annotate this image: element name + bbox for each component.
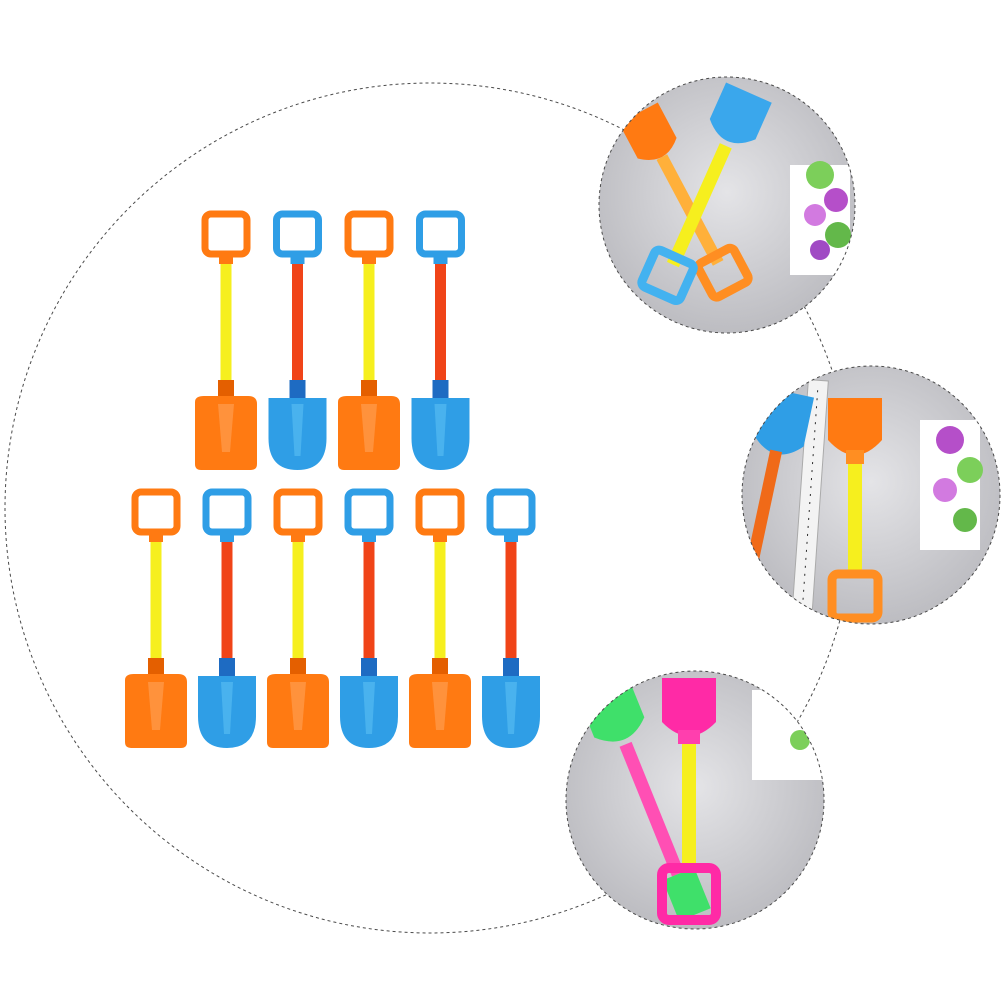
shovel-blue-r1-4: [411, 210, 470, 470]
shovel-blue-r1-2: [268, 210, 327, 470]
detail-photo-3: [565, 670, 825, 930]
shovel-blue-r2-2: [198, 488, 256, 748]
shovel-blue-r2-4: [340, 488, 398, 748]
shovel-orange-r2-3: [267, 488, 329, 748]
shovel-orange-r1-3: [338, 210, 400, 470]
shovel-blue-r2-6: [482, 488, 540, 748]
shovel-set: [125, 210, 540, 748]
detail-photo-2: [741, 365, 1001, 625]
shovel-orange-r2-5: [409, 488, 471, 748]
shovel-orange-r2-1: [125, 488, 187, 748]
detail-photo-1: [598, 76, 856, 334]
shovel-orange-r1-1: [195, 210, 257, 470]
crossed-shovels-photo-icon: [618, 82, 851, 306]
